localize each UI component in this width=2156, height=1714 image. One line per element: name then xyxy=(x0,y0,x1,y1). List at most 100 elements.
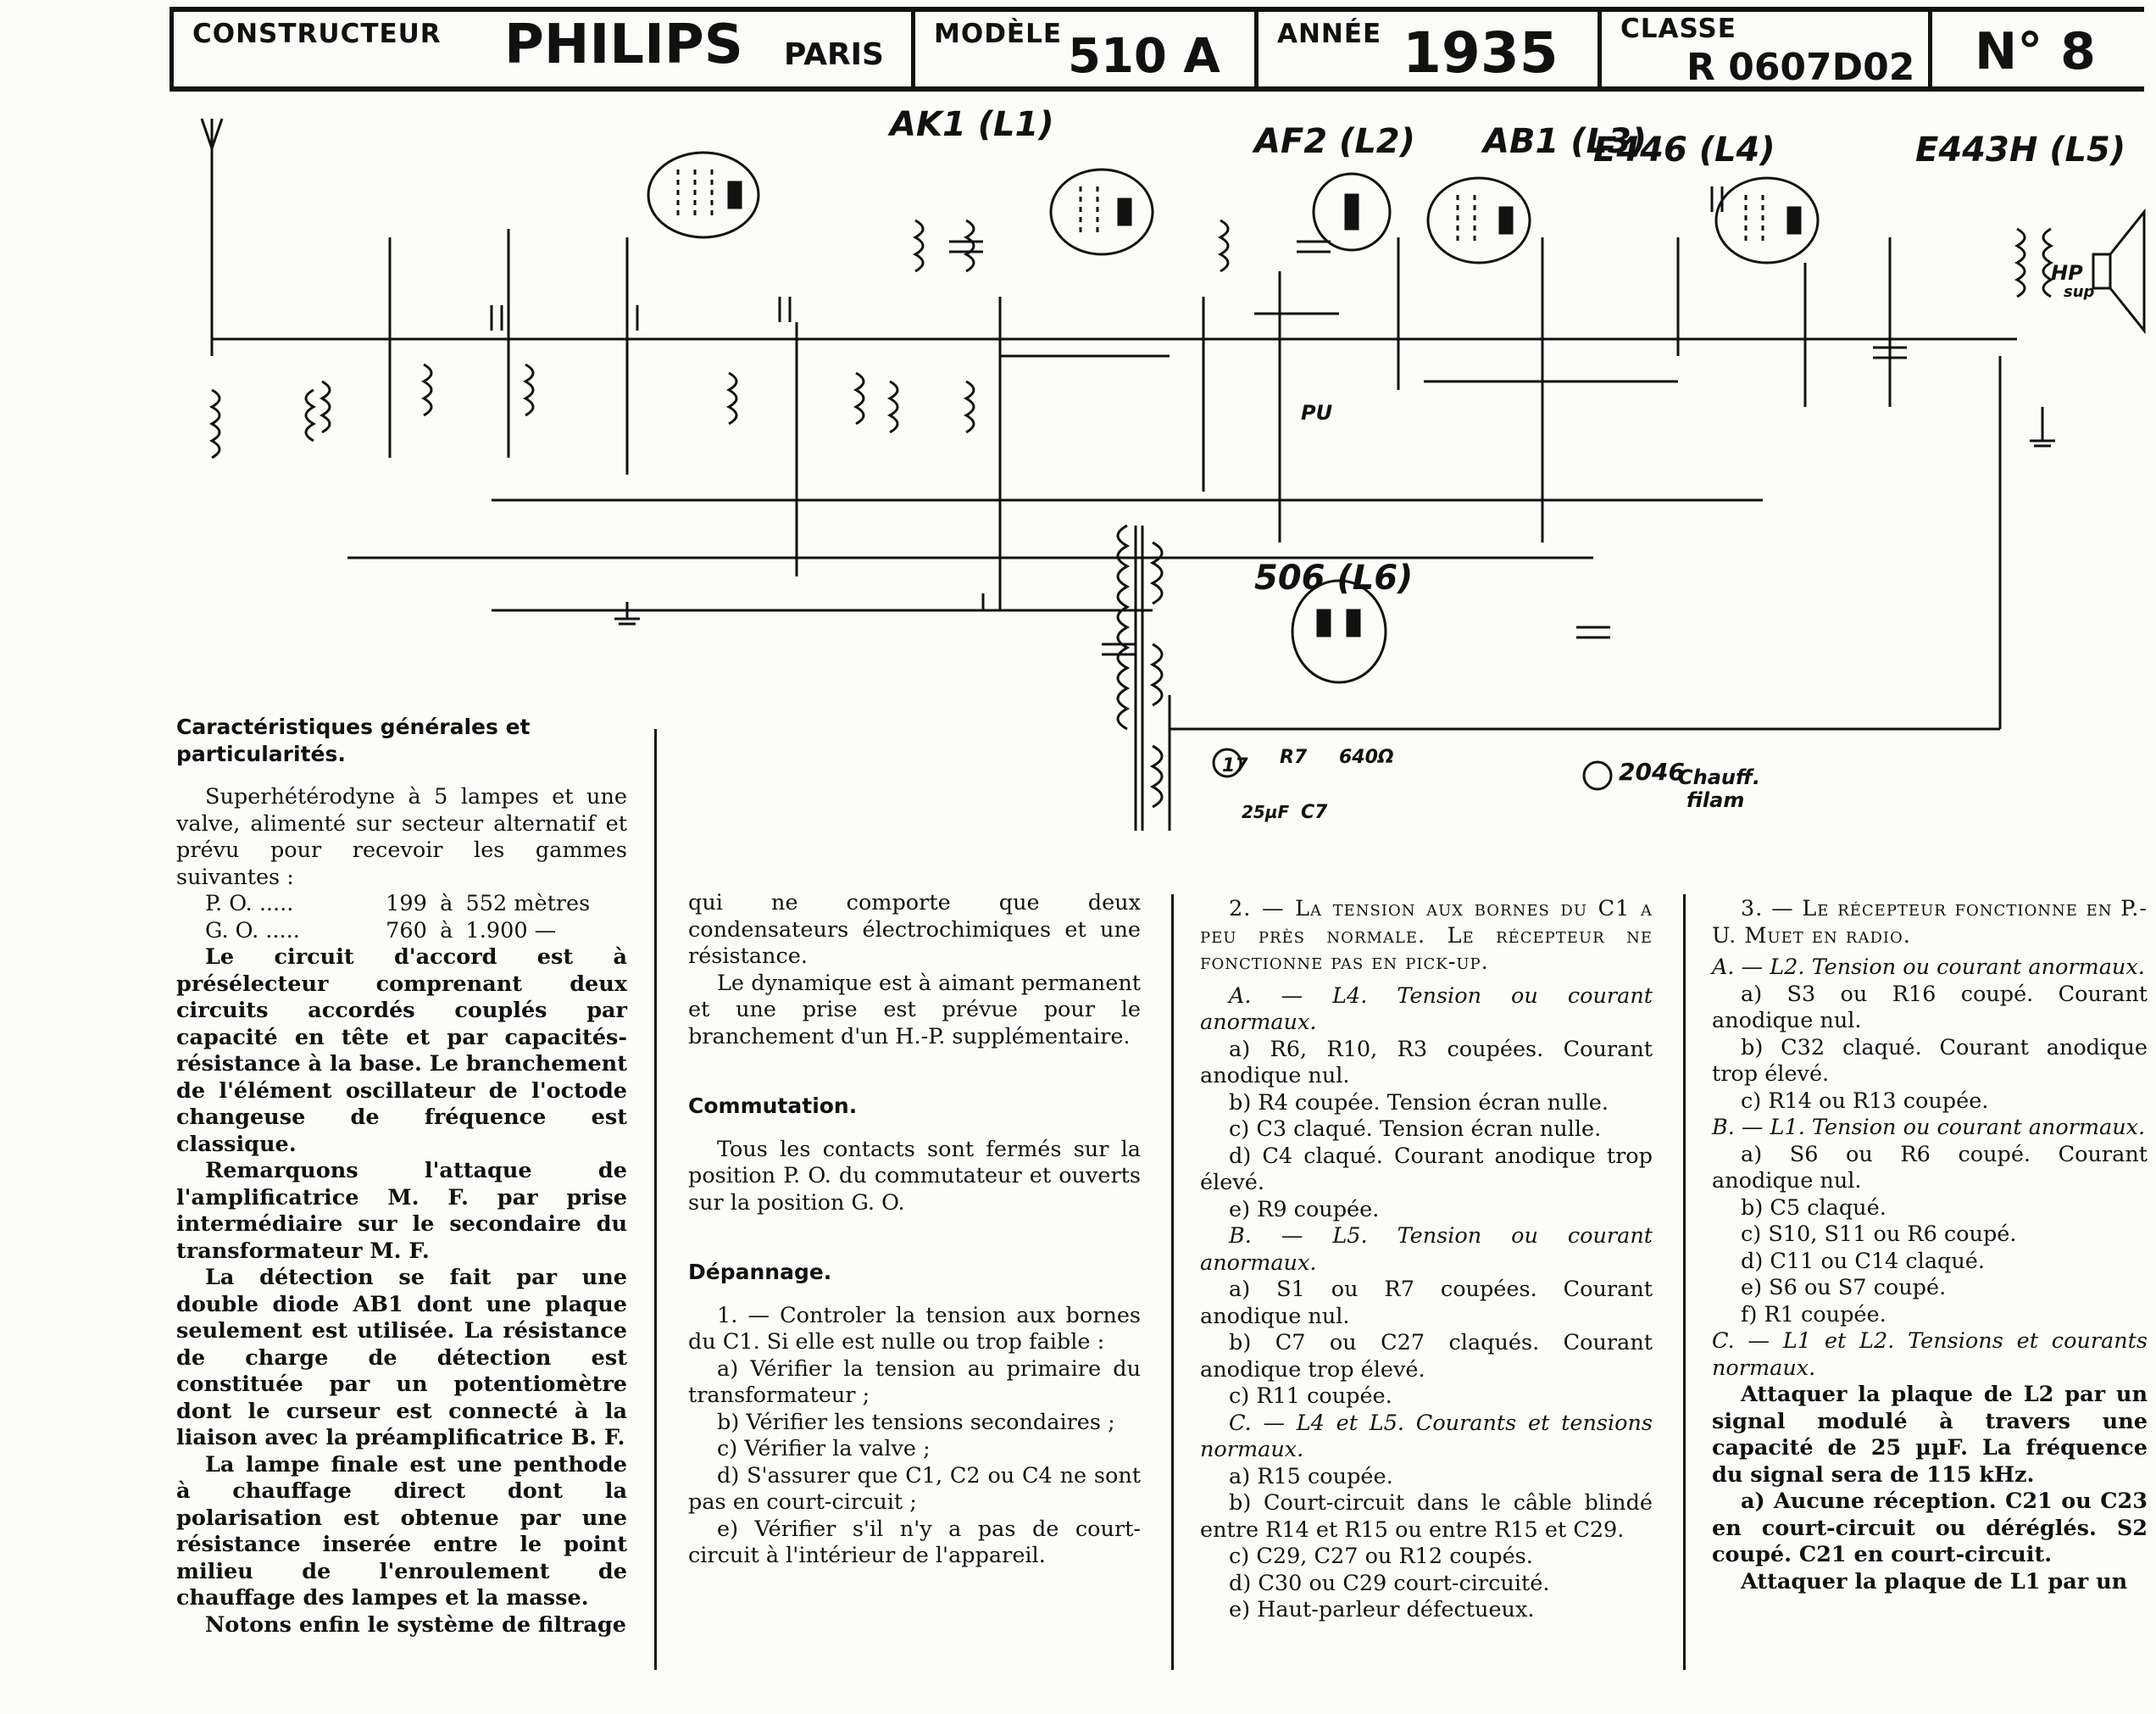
col3-c-item-d: d) C30 ou C29 court-circuité. xyxy=(1229,1570,1550,1596)
col3-c-item-b: b) Court-circuit dans le câble blindé en… xyxy=(1200,1490,1653,1543)
col4-paragraph-2: Attaquer la plaque de L2 par un signal m… xyxy=(1712,1382,2148,1488)
header-band: CONSTRUCTEUR PHILIPS PARIS MODÈLE 510 A … xyxy=(169,7,2144,92)
col1-paragraph-1: Superhétérodyne à 5 lampes et une valve,… xyxy=(176,784,627,890)
tube-e446 xyxy=(1426,176,1531,264)
col4-b-item-d: d) C11 ou C14 claqué. xyxy=(1741,1248,1985,1274)
column-depannage-2: 2. — La tension aux bornes du C1 a peu p… xyxy=(1200,896,1653,1624)
col3-c-item-e: e) Haut-parleur défectueux. xyxy=(1229,1597,1535,1622)
heading-depannage: Dépannage. xyxy=(688,1260,832,1284)
annee-label: ANNÉE xyxy=(1277,19,1382,49)
col4-paragraph-4: Attaquer la plaque de L1 par un xyxy=(1741,1568,2128,1594)
label-e443h: E443H (L5) xyxy=(1915,131,2125,170)
label-sup: sup xyxy=(2064,283,2095,301)
capacitors xyxy=(490,186,1907,656)
col4-b-item-a: a) S6 ou R6 coupé. Courant anodique nul. xyxy=(1712,1141,2148,1194)
rf-coils xyxy=(208,219,2054,459)
modele-value: 510 A xyxy=(1068,29,1220,84)
range-po-from: 199 xyxy=(386,891,427,916)
col2-paragraph-2: Le dynamique est à aimant permanent et u… xyxy=(688,970,1141,1049)
modele-cell: MODÈLE 510 A xyxy=(915,12,1259,86)
label-pu: PU xyxy=(1301,401,1332,425)
column-caracteristiques: Caractéristiques générales et particular… xyxy=(176,714,627,1639)
col3-a-item-a: a) R6, R10, R3 coupées. Courant anodique… xyxy=(1200,1036,1653,1089)
column-divider-1 xyxy=(654,729,657,1670)
classe-value: R 0607D02 xyxy=(1686,46,1915,89)
col3-a-item-e: e) R9 coupée. xyxy=(1229,1196,1380,1222)
col3-c-heading: C. — L4 et L5. Courants et tensions norm… xyxy=(1200,1410,1653,1463)
range-go: G. O. ..... 760 à 1.900 — xyxy=(176,918,627,945)
label-af2: AF2 (L2) xyxy=(1252,122,1415,161)
tube-ak1 xyxy=(647,151,760,239)
constructeur-city: PARIS xyxy=(784,37,884,72)
col3-b-item-b: b) C7 ou C27 claqués. Courant anodique t… xyxy=(1200,1330,1653,1383)
tube-ab1 xyxy=(1312,172,1392,252)
range-go-band: G. O. ..... xyxy=(205,917,300,943)
col4-a-item-c: c) R14 ou R13 coupée. xyxy=(1741,1088,1989,1114)
label-r7-value: 640Ω xyxy=(1339,747,1394,768)
label-ak1: AK1 (L1) xyxy=(887,105,1054,144)
col4-b-item-b: b) C5 claqué. xyxy=(1741,1194,1886,1221)
numero-cell: N° 8 xyxy=(1932,12,2144,86)
range-go-sep: à xyxy=(440,917,453,943)
col3-b-item-a: a) S1 ou R7 coupées. Courant anodique nu… xyxy=(1200,1277,1653,1329)
col3-paragraph-1: 2. — La tension aux bornes du C1 a peu p… xyxy=(1200,896,1653,975)
col1-paragraph-3: Remarquons l'attaque de l'amplificatrice… xyxy=(176,1158,627,1264)
range-po-sep: à xyxy=(440,891,453,916)
col2-item-b: b) Vérifier les tensions secondaires ; xyxy=(717,1409,1115,1435)
loudspeaker-icon xyxy=(2092,208,2146,335)
col4-b-item-e: e) S6 ou S7 coupé. xyxy=(1741,1275,1947,1300)
circuit-schematic: AK1 (L1) AF2 (L2) AB1 (L3) E446 (L4) E44… xyxy=(200,105,2146,831)
col4-b-item-f: f) R1 coupée. xyxy=(1741,1301,1886,1327)
col1-paragraph-6: Notons enfin le système de filtrage xyxy=(205,1611,626,1638)
col4-a-item-a: a) S3 ou R16 coupé. Courant anodique nul… xyxy=(1712,981,2148,1034)
modele-label: MODÈLE xyxy=(934,19,1063,49)
range-po: P. O. ..... 199 à 552 mètres xyxy=(176,891,627,918)
col3-a-heading: A. — L4. Tension ou courant anormaux. xyxy=(1200,982,1653,1036)
constructeur-label: CONSTRUCTEUR xyxy=(192,19,442,49)
label-r7: R7 xyxy=(1280,747,1308,768)
column-divider-3 xyxy=(1683,894,1686,1670)
col3-c-item-c: c) C29, C27 ou R12 coupés. xyxy=(1229,1544,1533,1569)
constructeur-cell: CONSTRUCTEUR PHILIPS PARIS xyxy=(169,12,915,86)
tube-e443h xyxy=(1714,176,1820,264)
constructeur-value: PHILIPS xyxy=(504,14,743,76)
col2-paragraph-1: qui ne comporte que deux condensateurs é… xyxy=(688,890,1141,969)
col1-paragraph-4: La détection se fait par une double diod… xyxy=(176,1265,627,1450)
col3-c-item-a: a) R15 coupée. xyxy=(1229,1463,1393,1489)
col3-a-item-c: c) C3 claqué. Tension écran nulle. xyxy=(1229,1116,1602,1142)
label-506: 506 (L6) xyxy=(1254,559,1413,598)
annee-value: 1935 xyxy=(1403,20,1559,86)
col2-paragraph-3: Tous les contacts sont fermés sur la pos… xyxy=(688,1136,1141,1216)
heading-caracteristiques: Caractéristiques générales et particular… xyxy=(176,715,531,766)
col2-item-d: d) S'assurer que C1, C2 ou C4 ne sont pa… xyxy=(688,1462,1141,1516)
annee-cell: ANNÉE 1935 xyxy=(1259,12,1602,86)
col3-a-item-b: b) R4 coupée. Tension écran nulle. xyxy=(1229,1089,1609,1116)
column-commutation-depannage: qui ne comporte que deux condensateurs é… xyxy=(688,890,1141,1570)
col3-b-heading: B. — L5. Tension ou courant anormaux. xyxy=(1200,1223,1653,1276)
numero-value: N° 8 xyxy=(1975,22,2096,81)
label-e446: E446 (L4) xyxy=(1593,131,1775,170)
classe-cell: CLASSE R 0607D02 xyxy=(1602,12,1932,89)
col3-b-item-c: c) R11 coupée. xyxy=(1229,1383,1392,1409)
col3-a-item-d: d) C4 claqué. Courant anodique trop élev… xyxy=(1200,1143,1653,1196)
range-po-band: P. O. ..... xyxy=(205,891,294,916)
range-po-to: 552 mètres xyxy=(465,891,591,916)
power-transformer xyxy=(1116,524,1164,831)
range-go-from: 760 xyxy=(386,917,427,943)
column-divider-2 xyxy=(1171,894,1174,1670)
col4-c-heading: C. — L1 et L2. Tensions et courants norm… xyxy=(1712,1328,2148,1381)
col4-a-heading: A. — L2. Tension ou courant anormaux. xyxy=(1712,954,2145,980)
tube-506 xyxy=(1291,579,1387,684)
label-c7: C7 xyxy=(1301,802,1328,823)
col2-item-e: e) Vérifier s'il n'y a pas de court-circ… xyxy=(688,1516,1141,1569)
col4-paragraph-3: a) Aucune réception. C21 ou C23 en court… xyxy=(1712,1489,2148,1567)
label-chauff: Chauff. xyxy=(1678,765,1760,789)
range-go-to: 1.900 — xyxy=(465,917,557,943)
col2-paragraph-4: 1. — Controler la tension aux bornes du … xyxy=(688,1302,1141,1355)
classe-label: CLASSE xyxy=(1620,14,1736,44)
col2-item-a: a) Vérifier la tension au primaire du tr… xyxy=(688,1355,1141,1409)
label-hp: HP xyxy=(2051,261,2083,285)
label-filam: filam xyxy=(1686,788,1744,812)
label-c7-value: 25µF xyxy=(1242,802,1290,822)
col4-b-item-c: c) S10, S11 ou R6 coupé. xyxy=(1741,1222,2017,1247)
